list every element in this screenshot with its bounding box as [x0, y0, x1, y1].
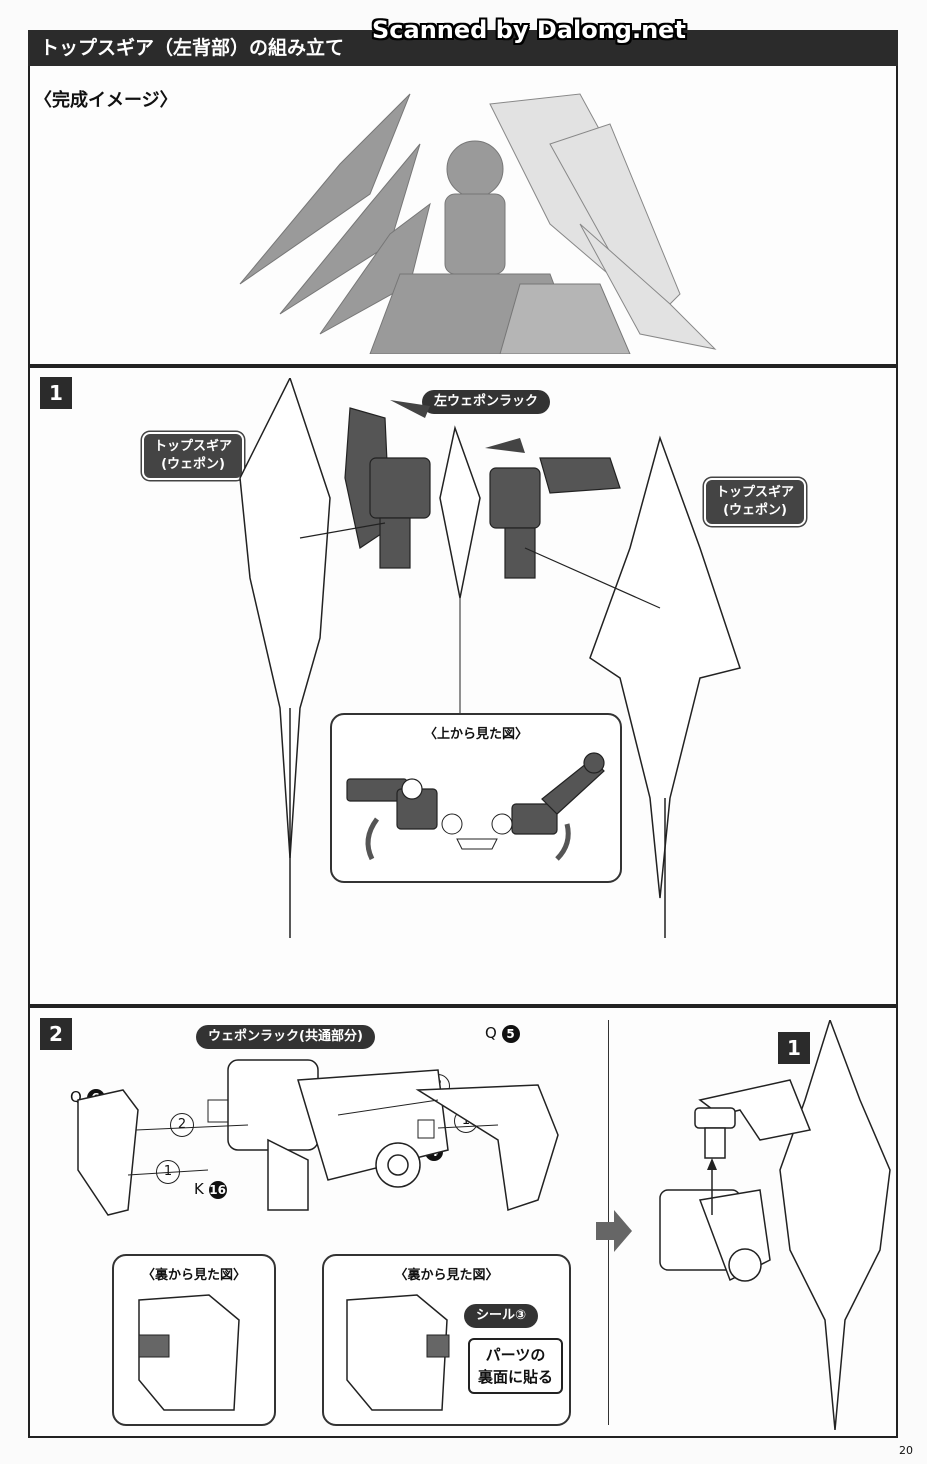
page-title: トップスギア（左背部）の組み立て — [28, 30, 898, 66]
part-q5: Q 5 — [485, 1024, 520, 1043]
page-number: 20 — [899, 1444, 913, 1457]
part-k16: K 16 — [194, 1180, 227, 1199]
reference-step-number: 1 — [778, 1032, 810, 1064]
top-view-title: 〈上から見た図〉 — [423, 727, 528, 742]
assembled-reference-illustration — [659, 1020, 891, 1430]
left-weapon-rack-label: 左ウェポンラック — [422, 390, 551, 414]
scan-watermark: Scanned by Dalong.net — [372, 16, 686, 44]
weapon-rack-common-label: ウェポンラック(共通部分) — [196, 1025, 375, 1049]
step2-number: 2 — [40, 1018, 72, 1050]
step1-illustration — [239, 378, 741, 938]
back-view-title-left: 〈裏から見た図〉 — [141, 1268, 246, 1283]
completion-illustration — [239, 93, 717, 354]
order-2-left: 2 — [170, 1113, 194, 1137]
back-view-inset-left: 〈裏から見た図〉 — [112, 1254, 276, 1426]
top-view-inset: 〈上から見た図〉 — [330, 713, 622, 883]
top-gear-weapon-label-right: トップスギア (ウェポン) — [704, 478, 807, 526]
back-view-right-illustration — [346, 1294, 450, 1411]
seal-note: パーツの 裏面に貼る — [468, 1338, 564, 1394]
back-view-left-illustration — [138, 1294, 240, 1411]
step1-number: 1 — [40, 377, 72, 409]
top-gear-weapon-label-left: トップスギア (ウェポン) — [142, 432, 245, 480]
top-view-illustration — [346, 752, 605, 861]
step2-illustration — [77, 1059, 559, 1216]
step-forward-arrow — [596, 1210, 632, 1252]
seal-label: シール③ — [464, 1304, 539, 1328]
completion-label: 〈完成イメージ〉 — [34, 90, 178, 111]
back-view-title-right: 〈裏から見た図〉 — [394, 1268, 499, 1283]
